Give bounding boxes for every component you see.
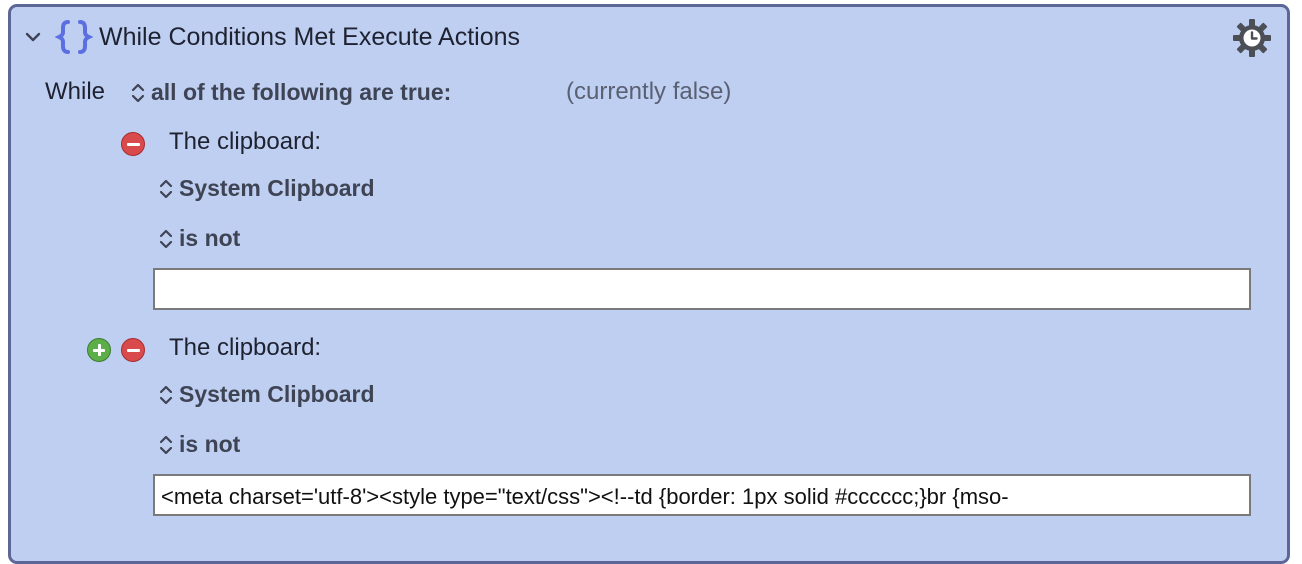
- updown-chevron-icon: [131, 83, 145, 102]
- clipboard-source-select[interactable]: System Clipboard: [159, 381, 375, 408]
- condition-operator-select[interactable]: is not: [159, 431, 240, 458]
- updown-chevron-icon: [159, 385, 173, 404]
- gear-icon[interactable]: [1231, 17, 1273, 59]
- braces-icon: [54, 19, 94, 55]
- while-action-panel: While Conditions Met Execute Actions Whi…: [8, 4, 1290, 564]
- updown-chevron-icon: [159, 435, 173, 454]
- plus-icon: [93, 344, 105, 356]
- clipboard-source-select[interactable]: System Clipboard: [159, 175, 375, 202]
- condition-value-field[interactable]: <meta charset='utf-8'><style type="text/…: [153, 474, 1251, 516]
- action-title: While Conditions Met Execute Actions: [99, 23, 521, 51]
- chevron-down-icon[interactable]: [21, 25, 45, 49]
- while-status: (currently false): [566, 78, 732, 105]
- while-label: While: [45, 78, 106, 105]
- condition-operator-value: is not: [179, 431, 241, 457]
- condition-value-field[interactable]: [153, 268, 1251, 310]
- updown-chevron-icon: [159, 229, 173, 248]
- minus-icon: [126, 142, 140, 146]
- while-mode-value: all of the following are true:: [151, 79, 452, 105]
- condition-label: The clipboard:: [169, 334, 322, 361]
- condition-label: The clipboard:: [169, 128, 322, 155]
- condition-operator-select[interactable]: is not: [159, 225, 240, 252]
- while-mode-select[interactable]: all of the following are true:: [131, 79, 451, 106]
- updown-chevron-icon: [159, 179, 173, 198]
- condition-operator-value: is not: [179, 225, 241, 251]
- remove-condition-button[interactable]: [121, 132, 145, 156]
- minus-icon: [126, 348, 140, 352]
- clipboard-source-value: System Clipboard: [179, 381, 375, 407]
- add-condition-button[interactable]: [87, 338, 111, 362]
- remove-condition-button[interactable]: [121, 338, 145, 362]
- clipboard-source-value: System Clipboard: [179, 175, 375, 201]
